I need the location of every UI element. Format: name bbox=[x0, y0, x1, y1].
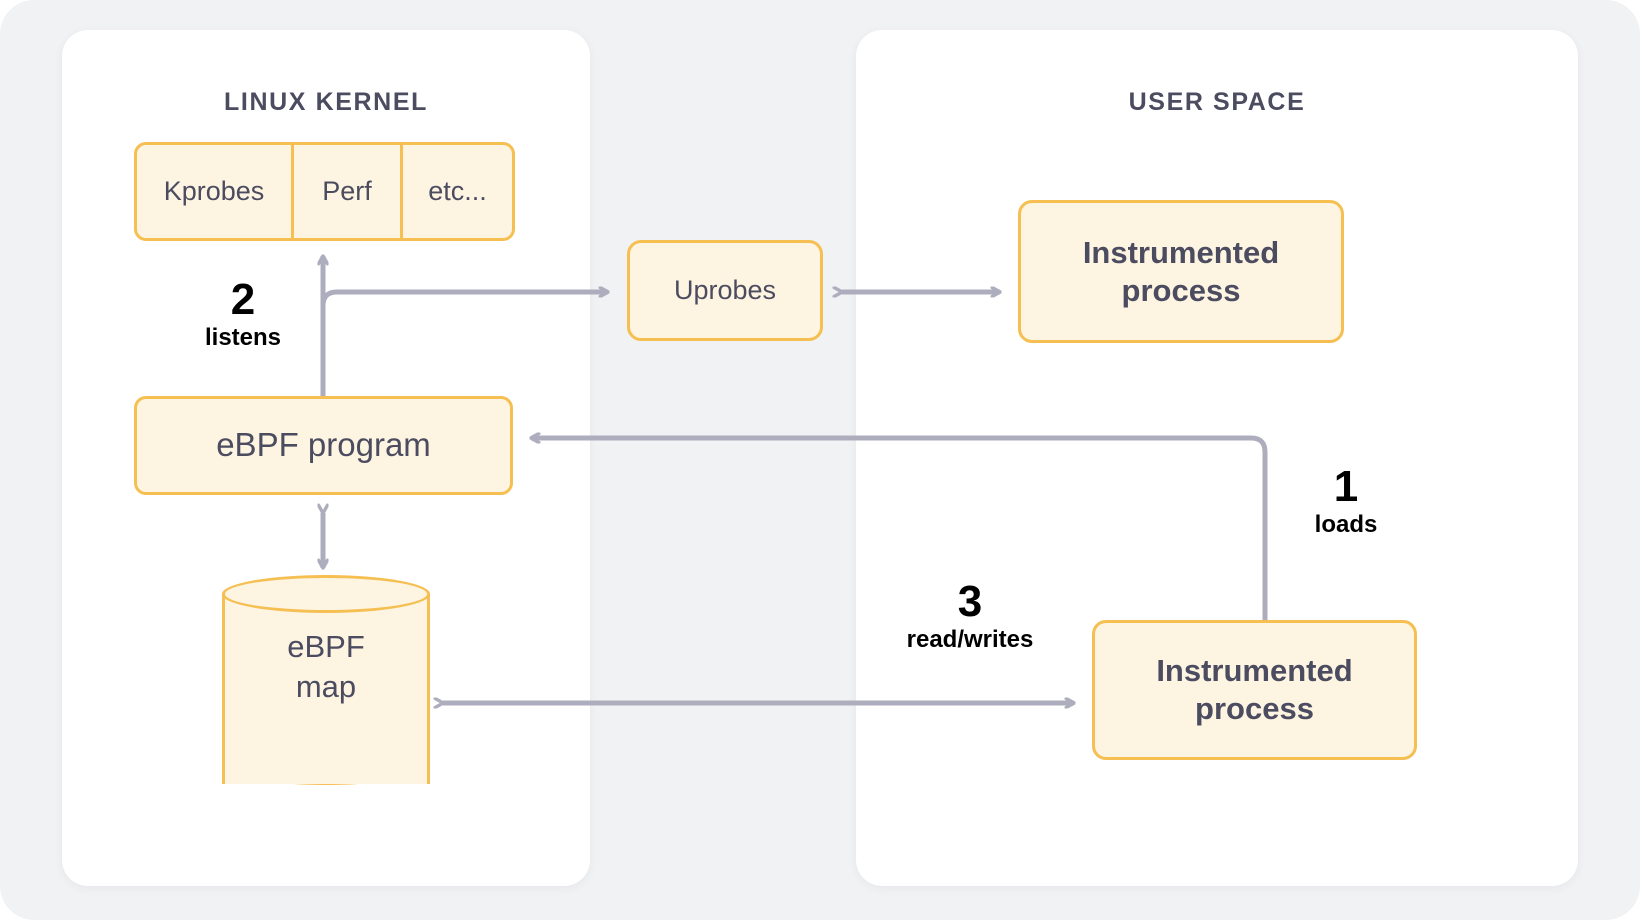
cylinder-body bbox=[222, 594, 430, 784]
step-1-caption: loads bbox=[1314, 511, 1378, 538]
uprobes-box[interactable]: Uprobes bbox=[627, 240, 823, 341]
instrumented-process-bottom-box[interactable]: Instrumented process bbox=[1092, 620, 1417, 760]
process-top-line2: process bbox=[1121, 272, 1241, 308]
step-3-caption: read/writes bbox=[906, 626, 1034, 653]
ebpf-map-label: eBPF map bbox=[222, 627, 430, 708]
step-2-caption: listens bbox=[204, 324, 282, 351]
step-label-2-listens: 2 listens bbox=[176, 278, 310, 354]
ebpf-map-line2: map bbox=[295, 669, 357, 705]
process-bottom-line2: process bbox=[1195, 691, 1314, 726]
step-3-number: 3 bbox=[957, 577, 983, 626]
step-1-number: 1 bbox=[1333, 462, 1359, 511]
ebpf-program-box[interactable]: eBPF program bbox=[134, 396, 513, 495]
step-label-1-loads: 1 loads bbox=[1278, 465, 1414, 541]
process-bottom-line1: Instrumented bbox=[1156, 653, 1353, 689]
probe-cell-kprobes[interactable]: Kprobes bbox=[137, 145, 294, 238]
instrumented-process-top-box[interactable]: Instrumented process bbox=[1018, 200, 1344, 343]
panel-title-user-space: USER SPACE bbox=[1128, 88, 1306, 116]
ebpf-map-line1: eBPF bbox=[287, 629, 365, 664]
step-label-3-read-writes: 3 read/writes bbox=[880, 580, 1060, 656]
panel-title-linux-kernel: LINUX KERNEL bbox=[224, 88, 428, 116]
probe-cell-perf[interactable]: Perf bbox=[294, 145, 403, 238]
probe-cell-etc[interactable]: etc... bbox=[428, 176, 487, 207]
process-top-line1: Instrumented bbox=[1082, 234, 1280, 270]
ebpf-map-cylinder[interactable]: eBPF map bbox=[222, 575, 430, 803]
cylinder-top-ellipse bbox=[222, 575, 430, 613]
probes-box[interactable]: Kprobes Perf etc... bbox=[134, 142, 515, 241]
step-2-number: 2 bbox=[230, 275, 256, 324]
